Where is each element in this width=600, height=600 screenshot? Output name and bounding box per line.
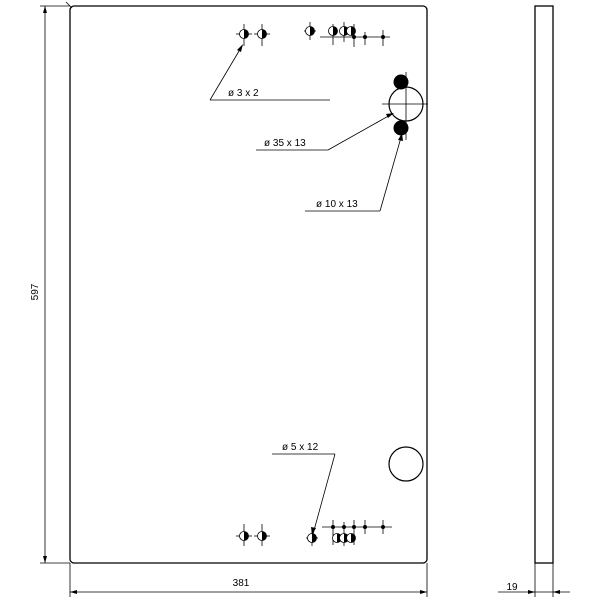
door-panel-side bbox=[534, 5, 554, 564]
callout-cup-hole-label: ø 35 x 13 bbox=[264, 138, 306, 149]
door-panel-front bbox=[69, 5, 428, 564]
height-dimension: 597 bbox=[30, 5, 70, 564]
width-label: 381 bbox=[233, 578, 250, 589]
width-dimension: 381 bbox=[69, 563, 428, 597]
callout-handle-hole-label: ø 5 x 12 bbox=[282, 442, 319, 453]
callout-pilot-hole-label: ø 3 x 2 bbox=[228, 88, 259, 99]
callout-dowel: ø 10 x 13 bbox=[305, 133, 403, 212]
height-label: 597 bbox=[30, 283, 41, 300]
thickness-label: 19 bbox=[506, 582, 518, 593]
callout-dowel-label: ø 10 x 13 bbox=[316, 199, 358, 210]
corner-mark bbox=[65, 1, 73, 9]
callout-cup-hole: ø 35 x 13 bbox=[256, 113, 394, 151]
callout-handle-hole: ø 5 x 12 bbox=[272, 442, 336, 535]
bottom-hole-cluster bbox=[306, 520, 392, 546]
dowel-holes bbox=[393, 74, 409, 136]
bottom-hinge-pilot-holes bbox=[236, 524, 270, 546]
top-hinge-pilot-holes bbox=[236, 24, 270, 46]
callout-pilot-hole: ø 3 x 2 bbox=[209, 44, 330, 101]
top-hole-cluster bbox=[304, 22, 390, 47]
thickness-dimension: 19 bbox=[498, 563, 570, 597]
lower-round-hole bbox=[388, 446, 424, 482]
